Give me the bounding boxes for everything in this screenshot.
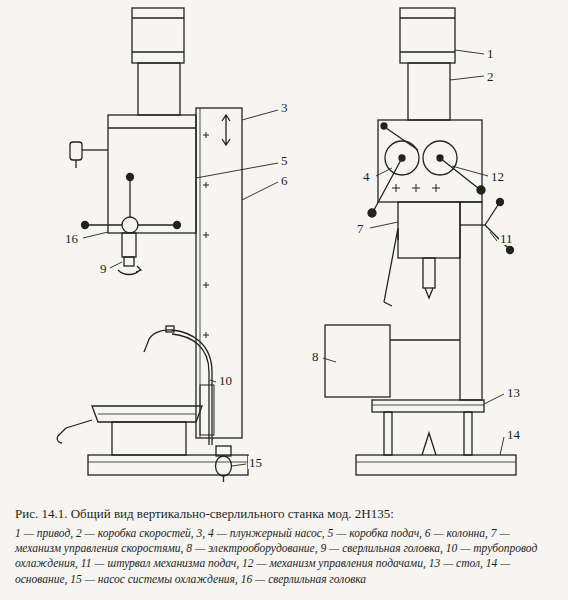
callout-number: 2 [486,70,495,83]
callout-number: 8 [311,350,320,363]
callout-number: 14 [506,428,521,441]
callout-number: 12 [490,170,505,183]
callout-number: 9 [99,262,108,275]
callout-number: 15 [248,456,263,469]
leader-lines [83,50,504,466]
callout-number: 5 [280,154,289,167]
callout-number: 11 [499,232,514,245]
callout-number: 6 [280,174,289,187]
callout-number: 13 [506,386,521,399]
callout-number: 1 [486,47,495,60]
left-view [57,8,248,482]
callout-number: 16 [64,232,79,245]
callout-number: 4 [362,170,371,183]
caption-legend-list: 1 — привод, 2 — коробка скоростей, 3, 4 … [15,526,557,587]
callout-number: 10 [218,374,233,387]
figure-caption: Рис. 14.1. Общий вид вертикально-сверлил… [15,506,560,522]
callout-number: 3 [280,101,289,114]
right-view [325,8,516,475]
callout-number: 7 [356,222,365,235]
